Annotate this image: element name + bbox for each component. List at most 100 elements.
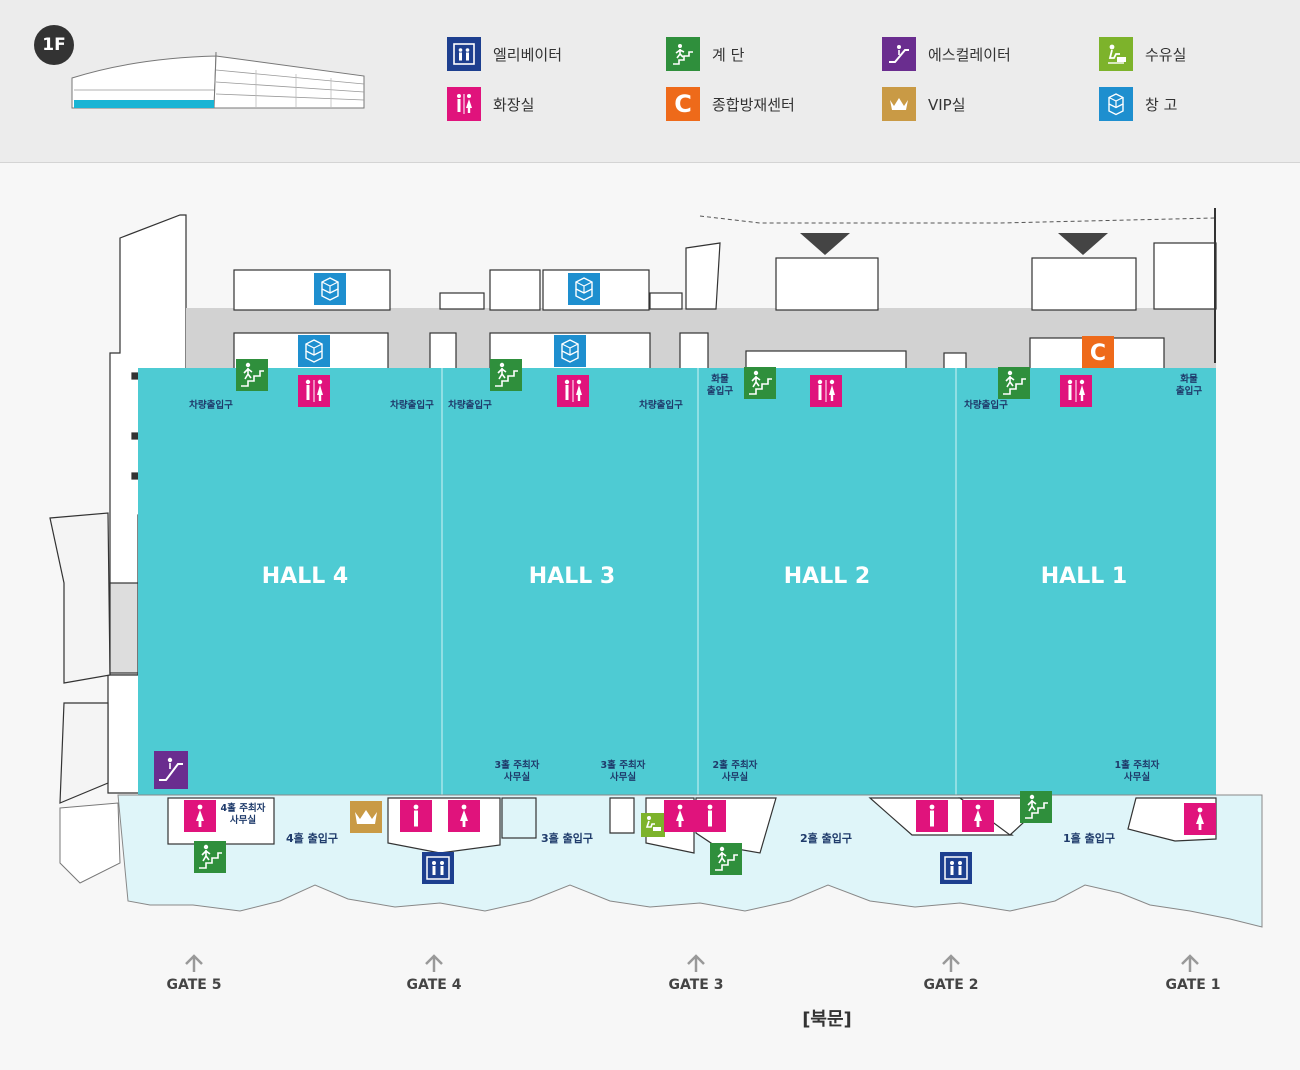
restroom-female-icon <box>184 800 216 832</box>
storage-icon <box>1099 87 1133 121</box>
gate-arrow-icon <box>184 954 204 974</box>
restroom-female-icon <box>448 800 480 832</box>
office-label: 사무실 <box>1124 771 1150 783</box>
restroom-female-icon <box>664 800 696 832</box>
cargo-entrance-label: 출입구 <box>707 385 733 397</box>
office-label: 3홀 주최자 <box>495 759 540 771</box>
storage-icon <box>297 334 331 368</box>
restroom-icon <box>447 87 481 121</box>
floor-badge: 1F <box>34 25 74 65</box>
stairs-icon <box>489 358 523 392</box>
legend-nursing: 수유실 <box>1099 37 1186 71</box>
disaster-center-glyph: C <box>1090 341 1106 366</box>
exhibition-hall-area <box>138 368 1216 795</box>
hall-entrance-labels: 4홀 출입구 3홀 출입구 2홀 출입구 1홀 출입구 <box>286 831 1115 845</box>
legend-label: 엘리베이터 <box>493 45 563 64</box>
legend-restroom: 화장실 <box>447 87 534 121</box>
elevator-icon <box>939 851 973 885</box>
restroom-male-icon <box>694 800 726 832</box>
elevator-icon <box>421 851 455 885</box>
office-label: 사무실 <box>722 771 748 783</box>
stairs-icon <box>743 366 777 400</box>
cargo-entrance-label: 화물 <box>1180 373 1198 385</box>
storage-icon <box>567 272 601 306</box>
nursing-room-icon <box>640 812 666 838</box>
legend-label: 창 고 <box>1145 95 1178 114</box>
restroom-icon <box>1059 374 1093 408</box>
legend-label: 수유실 <box>1145 45 1187 64</box>
legend-label: 종합방재센터 <box>712 95 795 114</box>
office-label: 사무실 <box>230 814 256 826</box>
gate-arrow-icon <box>686 954 706 974</box>
legend-label: VIP실 <box>928 95 966 114</box>
direction-label: [북문] <box>802 1009 852 1030</box>
hall-1-label: HALL 1 <box>1041 564 1127 589</box>
hall-2-label: HALL 2 <box>784 564 870 589</box>
legend-label: 화장실 <box>493 95 535 114</box>
vehicle-entrance-label: 차량출입구 <box>964 399 1008 411</box>
restroom-icon <box>809 374 843 408</box>
hall-entrance-label: 1홀 출입구 <box>1063 831 1115 845</box>
legend-header: 1F 엘리베이터 계 단 에스컬레이터 수유실 <box>0 0 1300 163</box>
vehicle-entrance-label: 차량출입구 <box>189 399 233 411</box>
office-label: 4홀 주최자 <box>221 802 266 814</box>
legend-disaster-center: C 종합방재센터 <box>666 87 795 121</box>
gate-arrow-icon <box>1180 954 1200 974</box>
cargo-entrance-label: 출입구 <box>1176 385 1202 397</box>
legend-vip: VIP실 <box>882 87 966 121</box>
stairs-icon <box>666 37 700 71</box>
organizer-office-labels: 4홀 주최자 사무실 3홀 주최자 사무실 3홀 주최자 사무실 2홀 주최자 … <box>221 759 1160 826</box>
gate-1-label: GATE 1 <box>1166 977 1221 993</box>
gate-markers <box>184 954 1200 974</box>
north-entrance-labels: 차량출입구 차량출입구 차량출입구 차량출입구 차량출입구 화물 출입구 화물 … <box>189 373 1202 411</box>
stairs-icon <box>997 366 1031 400</box>
floor-map: C HALL 4 HALL 3 HALL 2 HALL 1 차량출입구 차량출입… <box>0 163 1300 1066</box>
legend-stairs: 계 단 <box>666 37 744 71</box>
stairs-icon <box>235 358 269 392</box>
crown-icon <box>882 87 916 121</box>
restroom-icon <box>297 374 331 408</box>
restroom-female-icon <box>962 800 994 832</box>
gate-4-label: GATE 4 <box>407 977 462 993</box>
office-label: 1홀 주최자 <box>1115 759 1160 771</box>
elevator-icon <box>447 37 481 71</box>
office-label: 사무실 <box>504 771 530 783</box>
crown-icon <box>350 801 382 833</box>
vehicle-entrance-label: 차량출입구 <box>448 399 492 411</box>
restroom-icon <box>556 374 590 408</box>
escalator-icon <box>153 750 189 790</box>
hall-entrance-label: 3홀 출입구 <box>541 831 593 845</box>
legend-escalator: 에스컬레이터 <box>882 37 1011 71</box>
storage-icon <box>553 334 587 368</box>
building-profile-thumbnail <box>71 52 365 109</box>
restroom-male-icon <box>400 800 432 832</box>
vehicle-entrance-label: 차량출입구 <box>390 399 434 411</box>
gate-2-label: GATE 2 <box>924 977 979 993</box>
hall-labels: HALL 4 HALL 3 HALL 2 HALL 1 <box>262 564 1127 589</box>
gate-arrow-icon <box>424 954 444 974</box>
office-label: 2홀 주최자 <box>713 759 758 771</box>
legend-storage: 창 고 <box>1099 87 1177 121</box>
storage-icon <box>313 272 347 306</box>
vehicle-entrance-label: 차량출입구 <box>639 399 683 411</box>
gate-arrow-icon <box>941 954 961 974</box>
cargo-entrance-label: 화물 <box>711 373 729 385</box>
nursing-room-icon <box>1099 37 1133 71</box>
stairs-icon <box>709 842 743 876</box>
gate-5-label: GATE 5 <box>167 977 222 993</box>
hall-4-label: HALL 4 <box>262 564 348 589</box>
gate-3-label: GATE 3 <box>669 977 724 993</box>
office-label: 3홀 주최자 <box>601 759 646 771</box>
stairs-icon <box>1019 790 1053 824</box>
hall-entrance-label: 4홀 출입구 <box>286 831 338 845</box>
hall-3-label: HALL 3 <box>529 564 615 589</box>
disaster-center-glyph: C <box>674 90 692 118</box>
legend-label: 에스컬레이터 <box>928 45 1011 64</box>
restroom-male-icon <box>916 800 948 832</box>
disaster-center-icon: C <box>666 87 700 121</box>
restroom-female-icon <box>1184 803 1216 835</box>
legend-label: 계 단 <box>712 45 745 64</box>
legend-elevator: 엘리베이터 <box>447 37 562 71</box>
hall-entrance-label: 2홀 출입구 <box>800 831 852 845</box>
escalator-icon <box>882 37 916 71</box>
